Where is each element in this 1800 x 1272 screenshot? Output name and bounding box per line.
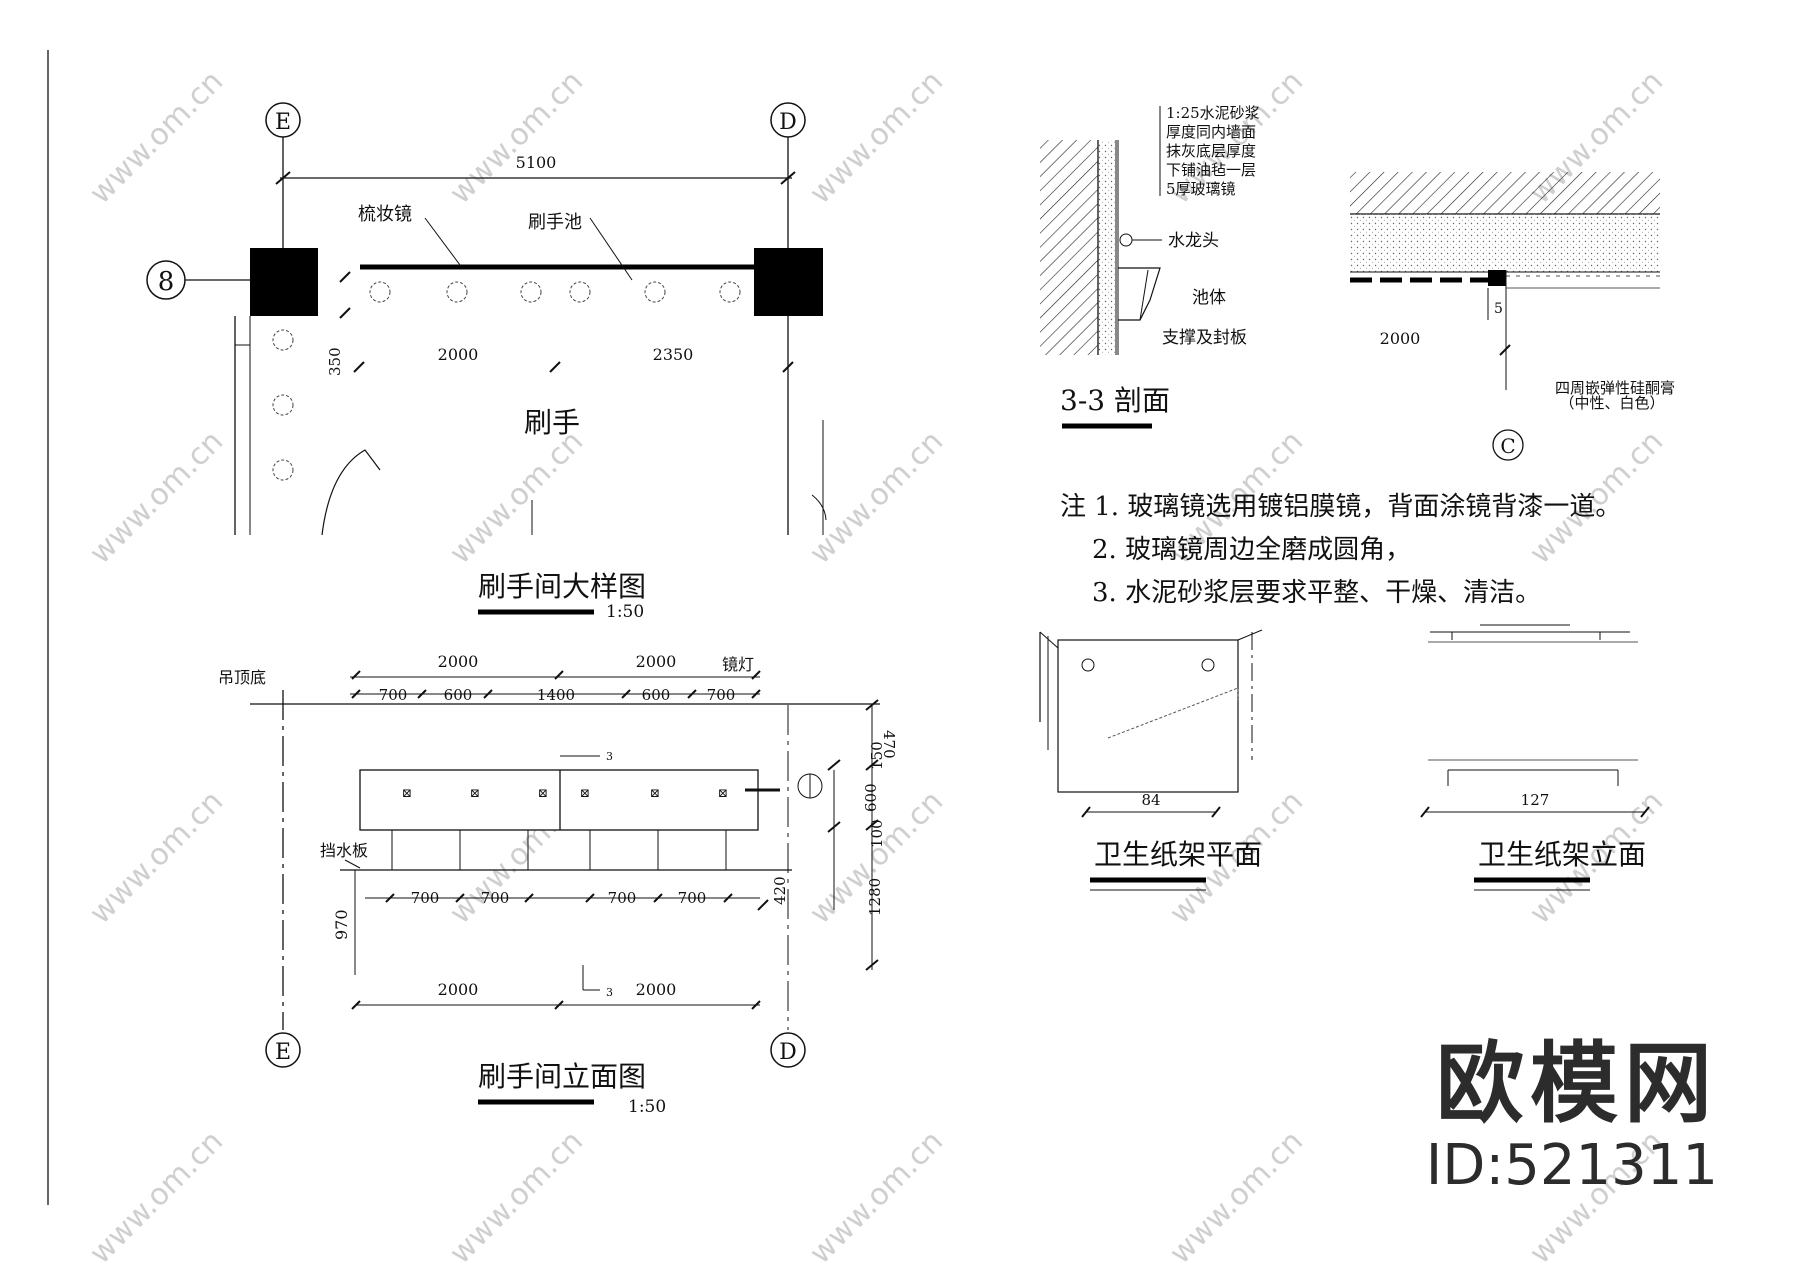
holder-elev-dim: 127 [1521, 791, 1550, 809]
brand-id: ID:521311 [1425, 1133, 1718, 1198]
detail-mark-bubble [1492, 429, 1524, 461]
holder-plan-dim: 84 [1141, 791, 1160, 809]
dim-left: 2000 [438, 345, 479, 364]
section-note-5: 5厚玻璃镜 [1166, 180, 1236, 198]
axis-label-8: 8 [158, 267, 175, 297]
label-basin: 池体 [1192, 288, 1226, 308]
dim-sub-3: 1400 [537, 686, 575, 704]
dim-sub-2: 600 [444, 686, 473, 704]
note-line-3: 3. 水泥砂浆层要求平整、干燥、清洁。 [1092, 578, 1541, 608]
note-line-1: 注 1. 玻璃镜选用镀铝膜镜，背面涂镜背漆一道。 [1060, 492, 1621, 522]
axis-label-e: E [275, 110, 291, 135]
dim-right-5: 420 [771, 876, 789, 905]
dim-top-1: 2000 [438, 652, 479, 671]
svg-text:⊠: ⊠ [470, 786, 480, 800]
detail-mark: C [1500, 434, 1515, 458]
plan-scale: 1:50 [606, 602, 644, 622]
axis-label-d: D [779, 110, 797, 135]
dim-left-vertical: 970 [332, 909, 351, 940]
elevation-scale: 1:50 [628, 1097, 666, 1117]
dim-right-4: 100 [868, 819, 886, 848]
dim-right-6: 1280 [866, 878, 884, 916]
paper-holder-elevation: 127 卫生纸架立面 [1420, 624, 1650, 891]
dim-right-2: 150 [868, 741, 886, 770]
section-note-1: 1:25水泥砂浆 [1166, 104, 1260, 122]
axis-label-d-bottom: D [779, 1040, 797, 1065]
section-note-4: 下铺油毡一层 [1166, 161, 1256, 179]
svg-text:⊠: ⊠ [402, 786, 412, 800]
section-view: 1:25水泥砂浆 厚度同内墙面 抹灰底层厚度 下铺油毡一层 5厚玻璃镜 水龙头 … [1040, 104, 1675, 461]
label-ceiling: 吊顶底 [218, 668, 266, 687]
svg-text:⊠: ⊠ [718, 786, 728, 800]
section-note-2: 厚度同内墙面 [1166, 123, 1256, 141]
dim-overall: 5100 [516, 153, 557, 172]
dim-right-3: 600 [862, 783, 880, 812]
detail-note-2: （中性、白色） [1559, 394, 1664, 412]
elevation-title: 刷手间立面图 [478, 1060, 646, 1093]
dim-lower-2: 700 [481, 889, 510, 907]
svg-text:⊠: ⊠ [538, 786, 548, 800]
detail-note-1: 四周嵌弹性硅酮膏 [1555, 379, 1675, 397]
section-title: 3-3 剖面 [1060, 384, 1170, 417]
section-mark-top: 3 [606, 750, 613, 763]
dim-right: 2350 [653, 345, 694, 364]
dim-bottom-1: 2000 [438, 980, 479, 999]
label-splash: 挡水板 [320, 841, 368, 860]
elevation-view: 吊顶底 2000 2000 镜灯 700 600 1400 600 700 [218, 652, 898, 1117]
dim-lower-3: 700 [608, 889, 637, 907]
dim-top-2: 2000 [636, 652, 677, 671]
holder-elev-title: 卫生纸架立面 [1478, 838, 1646, 871]
label-support: 支撑及封板 [1162, 328, 1247, 348]
column-left [250, 248, 318, 316]
dim-sub-4: 600 [642, 686, 671, 704]
dim-offset: 350 [326, 347, 344, 376]
axis-bubble-e-bottom [265, 1032, 301, 1068]
dim-sub-5: 700 [707, 686, 736, 704]
dim-bottom-2: 2000 [636, 980, 677, 999]
dim-lower-4: 700 [678, 889, 707, 907]
dim-lower-1: 700 [411, 889, 440, 907]
axis-bubble-d-bottom [770, 1032, 806, 1068]
label-faucet: 水龙头 [1168, 231, 1219, 251]
detail-dim: 2000 [1380, 329, 1421, 348]
holder-plan-title: 卫生纸架平面 [1094, 838, 1262, 871]
label-mirror: 梳妆镜 [358, 204, 412, 225]
dim-sub-1: 700 [379, 686, 408, 704]
axis-label-e-bottom: E [275, 1040, 291, 1065]
room-name: 刷手 [524, 406, 580, 439]
general-notes: 注 1. 玻璃镜选用镀铝膜镜，背面涂镜背漆一道。 2. 玻璃镜周边全磨成圆角， … [1060, 492, 1621, 608]
note-line-2: 2. 玻璃镜周边全磨成圆角， [1092, 535, 1411, 565]
mirror-elevation [359, 769, 759, 831]
detail-small-dim: 5 [1494, 301, 1503, 317]
label-lamp: 镜灯 [722, 655, 754, 674]
svg-text:⊠: ⊠ [650, 786, 660, 800]
paper-holder-plan: 84 卫生纸架平面 [1039, 629, 1263, 891]
brand-watermark: 欧模网 ID:521311 [1426, 1040, 1718, 1194]
dim-right-1: 470 [880, 730, 898, 759]
svg-text:⊠: ⊠ [580, 786, 590, 800]
plan-view: E D 8 5100 [146, 102, 827, 622]
label-sink: 刷手池 [528, 212, 582, 233]
brand-logo-text: 欧模网 [1435, 1032, 1718, 1135]
section-note-3: 抹灰底层厚度 [1166, 142, 1256, 160]
section-mark-bottom: 3 [606, 986, 613, 999]
plan-title: 刷手间大样图 [478, 570, 646, 603]
column-right [754, 248, 823, 316]
door-swing [321, 449, 381, 536]
